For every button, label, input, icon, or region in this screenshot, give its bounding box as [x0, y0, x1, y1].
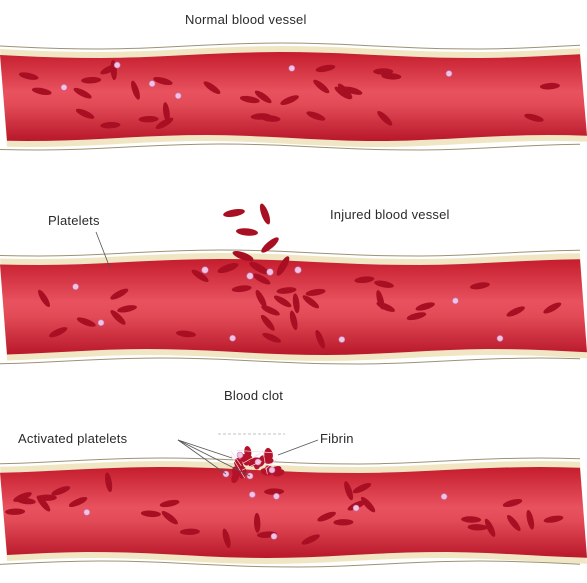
blood-clot-label: Blood clot	[224, 388, 283, 403]
platelet	[289, 65, 295, 71]
fibrin-label: Fibrin	[320, 431, 354, 446]
platelets-label: Platelets	[48, 213, 100, 228]
platelet	[353, 505, 359, 511]
activated-leader-line	[178, 440, 232, 458]
platelet	[441, 494, 447, 500]
platelet	[175, 93, 181, 99]
platelet	[149, 81, 155, 87]
platelet	[73, 284, 79, 290]
red-blood-cell	[37, 495, 57, 501]
escaping-red-cell	[223, 208, 246, 219]
normal-vessel-label: Normal blood vessel	[185, 12, 307, 27]
platelet	[267, 269, 274, 276]
escaping-red-cell	[258, 202, 272, 225]
platelet	[339, 337, 345, 343]
injured-vessel-label: Injured blood vessel	[330, 207, 450, 222]
platelet	[230, 335, 236, 341]
platelet	[249, 492, 255, 498]
platelet	[295, 267, 302, 274]
platelet	[247, 273, 254, 280]
platelet	[61, 84, 67, 90]
platelet	[98, 320, 104, 326]
escaping-red-cell	[236, 227, 259, 236]
fibrin-leader-line	[278, 440, 318, 455]
platelet	[84, 509, 90, 515]
activated-platelets-label: Activated platelets	[18, 431, 127, 446]
platelet	[452, 298, 458, 304]
platelet	[114, 62, 120, 68]
activated-platelet	[237, 452, 243, 458]
platelet	[446, 71, 452, 77]
activated-platelet	[269, 467, 275, 473]
platelet	[271, 533, 277, 539]
platelet	[273, 493, 279, 499]
escaping-red-cell	[259, 235, 280, 255]
platelet	[497, 335, 503, 341]
platelet	[202, 267, 209, 274]
